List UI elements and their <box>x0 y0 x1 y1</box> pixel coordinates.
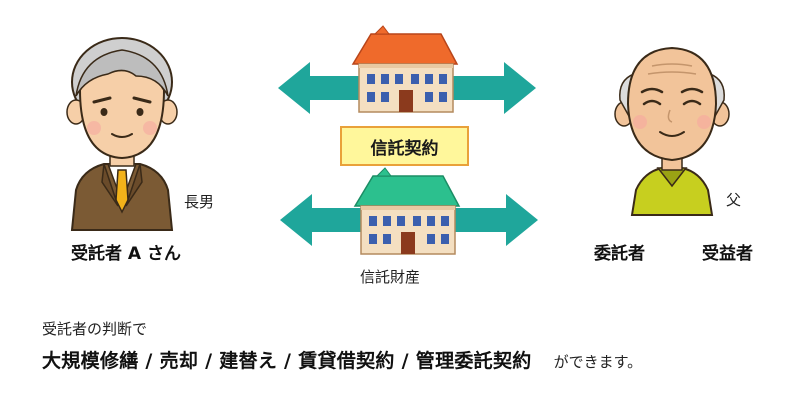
footer-suffix-text: ができます。 <box>553 353 643 371</box>
settlor-relation-label: 父 <box>726 191 742 209</box>
footer-actions-text: 大規模修繕 / 売却 / 建替え / 賃貸借契約 / 管理委託契約 <box>42 350 532 372</box>
footer-actions-line: 大規模修繕 / 売却 / 建替え / 賃貸借契約 / 管理委託契約 ができます。 <box>42 346 642 373</box>
trustee-relation-label: 長男 <box>184 193 215 211</box>
house-top-icon <box>351 25 459 113</box>
trustee-role-label: 受託者 A さん <box>71 244 181 264</box>
trust-property-label: 信託財産 <box>360 268 421 286</box>
trust-contract-box: 信託契約 <box>340 126 469 166</box>
settlor-father-illustration <box>614 46 730 216</box>
beneficiary-role-label: 受益者 <box>702 244 753 264</box>
house-bottom-icon <box>353 167 461 255</box>
trustee-son-illustration <box>66 37 178 231</box>
footer-intro-text: 受託者の判断で <box>42 320 148 338</box>
trust-contract-label: 信託契約 <box>370 138 439 159</box>
settlor-role-label: 委託者 <box>594 244 645 264</box>
